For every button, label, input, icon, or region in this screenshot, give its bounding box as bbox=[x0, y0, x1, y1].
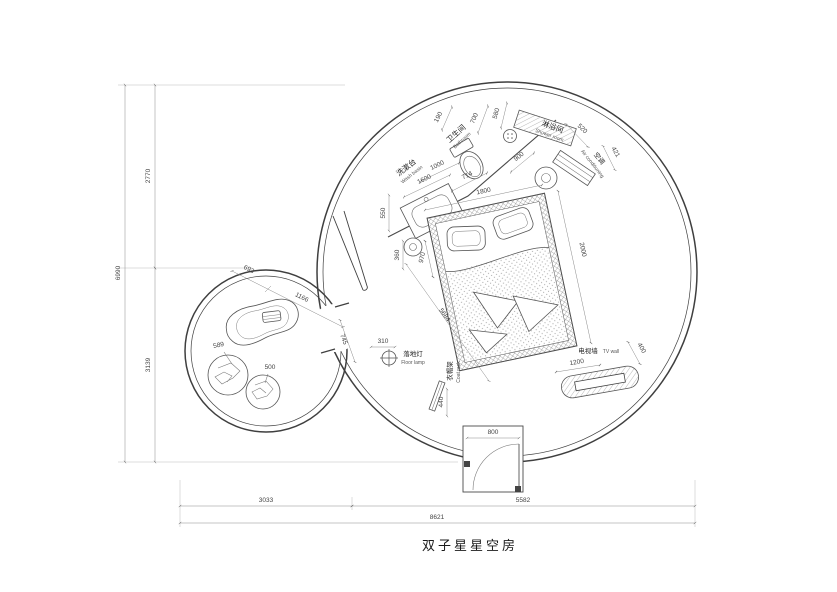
beanbag bbox=[207, 354, 249, 396]
dim-beanbag-589: 589 bbox=[213, 341, 225, 350]
leader-line bbox=[264, 373, 269, 384]
dim-lamp-310: 310 bbox=[378, 338, 389, 345]
interior-wedge-wall bbox=[332, 210, 368, 291]
lounge-sofa bbox=[225, 298, 299, 346]
dim-tv-1200: 1200 bbox=[569, 358, 585, 367]
door-hinge-block bbox=[515, 486, 521, 492]
door-swing-arc bbox=[472, 443, 520, 491]
label-floor-lamp-en: Floor lamp bbox=[401, 360, 425, 366]
ac-unit bbox=[552, 149, 596, 187]
door-frame-block bbox=[464, 461, 470, 467]
bed bbox=[426, 192, 578, 372]
dim-ac-421: 421 bbox=[610, 146, 622, 159]
passage-opening bbox=[311, 302, 359, 354]
bed-pillow bbox=[446, 225, 486, 252]
beanbag bbox=[245, 374, 281, 410]
dim-shower-520: 520 bbox=[576, 123, 589, 136]
drawing-title: 双子星星空房 bbox=[422, 538, 518, 553]
dim-basin-1000: 1000 bbox=[429, 159, 445, 172]
dim-lounge-745: 745 bbox=[338, 333, 348, 346]
tv-screen bbox=[574, 372, 626, 392]
dim-width-total: 8621 bbox=[430, 514, 445, 521]
dim-shower-900: 900 bbox=[513, 150, 526, 162]
dim-beanbag-500: 500 bbox=[265, 364, 276, 371]
label-tv-wall-cn: 电视墙 bbox=[578, 346, 598, 355]
floor-lamp bbox=[380, 349, 398, 367]
dim-tv-400: 400 bbox=[636, 342, 648, 355]
dim-width-right: 5582 bbox=[516, 497, 531, 504]
dim-lounge-693: 693 bbox=[242, 264, 255, 275]
extension-lines bbox=[118, 84, 696, 527]
dim-bed-length: 2000 bbox=[578, 242, 588, 258]
dim-toilet-714: 714 bbox=[461, 170, 474, 181]
master-dimension-lines bbox=[123, 83, 697, 525]
dim-height-upper: 2770 bbox=[145, 168, 152, 183]
dim-gap-550: 550 bbox=[380, 207, 387, 218]
dim-height-lower: 3139 bbox=[145, 357, 152, 372]
dim-wall-190: 190 bbox=[433, 111, 444, 124]
dim-wall-580: 580 bbox=[492, 107, 502, 120]
bed-pillow bbox=[492, 207, 534, 240]
dim-width-left: 3033 bbox=[259, 497, 274, 504]
label-coat-rack-en: Coat rack bbox=[456, 361, 462, 383]
dim-wall-700: 700 bbox=[469, 112, 480, 125]
dim-bed-width: 1800 bbox=[476, 187, 492, 197]
label-coat-rack-cn: 衣帽架 bbox=[445, 361, 454, 381]
shower-head-icon bbox=[503, 129, 517, 143]
dim-gap-360: 360 bbox=[394, 249, 401, 260]
stool bbox=[534, 166, 558, 190]
label-floor-lamp-cn: 落地灯 bbox=[403, 349, 423, 358]
dim-rack-440: 440 bbox=[438, 396, 445, 407]
dim-lounge-1166: 1166 bbox=[294, 291, 310, 304]
blanket-fold bbox=[512, 295, 559, 333]
leader-line bbox=[223, 351, 233, 365]
dim-gap-970: 970 bbox=[418, 251, 427, 264]
coat-rack bbox=[428, 380, 446, 412]
dim-overall-height: 6990 bbox=[115, 265, 122, 280]
dim-basin-1600: 1600 bbox=[416, 173, 432, 186]
label-tv-wall-en: TV wall bbox=[603, 349, 619, 355]
interior-dimension-lines bbox=[230, 101, 642, 418]
dim-door: 800 bbox=[488, 429, 499, 436]
entrance-door bbox=[462, 425, 524, 493]
